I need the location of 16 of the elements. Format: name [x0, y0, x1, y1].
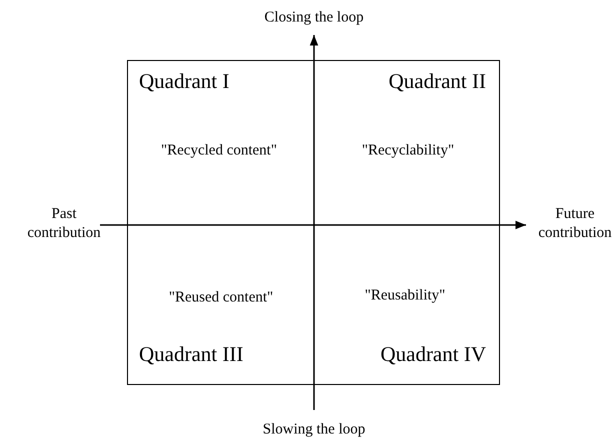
quadrant-heading: Quadrant IV [380, 342, 486, 367]
quadrant-panel [127, 225, 314, 385]
quadrant-label: "Recyclability" [362, 142, 454, 160]
quadrant-heading: Quadrant II [388, 69, 486, 94]
quadrant-label: "Reusability" [364, 288, 446, 304]
axis-label: Past contribution [26, 205, 102, 243]
quadrant-heading: Quadrant I [139, 69, 230, 94]
quadrant-label: "Recycled content" [161, 142, 277, 160]
quadrant-label: "Reused content" [168, 290, 274, 306]
quadrant-panel [314, 225, 500, 385]
quadrant-heading: Quadrant III [139, 342, 244, 367]
axis-label: Closing the loop [263, 8, 365, 28]
quadrant-panel [127, 60, 314, 225]
axis-label: Slowing the loop [262, 420, 366, 440]
quadrant-panel [314, 60, 500, 225]
axis-label: Future contribution [537, 205, 613, 243]
